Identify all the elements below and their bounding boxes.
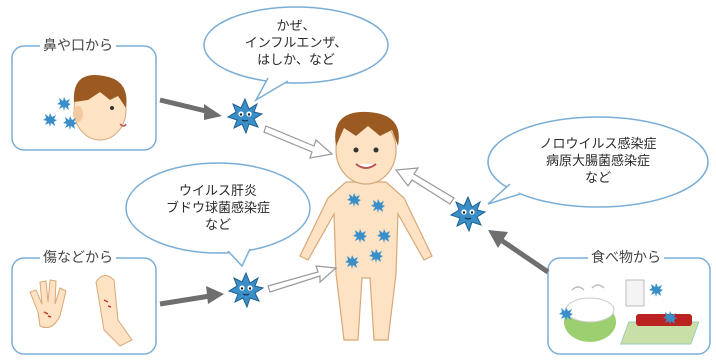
arrow-virus-to-body-lower <box>267 265 338 293</box>
virus-food <box>450 196 486 232</box>
virus-small-1 <box>43 113 57 127</box>
milk-glass-illustration <box>625 279 645 307</box>
boy-face-illustration <box>73 75 127 141</box>
bubble-food-line-1: ノロウイルス感染症 <box>539 137 657 152</box>
bubble-respiratory-text: かぜ、 インフルエンザ、 はしか、など <box>214 18 378 69</box>
virus-respiratory <box>227 98 263 134</box>
source-label-wound: 傷などから <box>40 250 116 266</box>
virus-wound <box>228 272 264 308</box>
bubble-respiratory-line-3: はしか、など <box>257 53 335 68</box>
meat-plate-illustration <box>620 314 700 345</box>
arrow-wound-to-virus <box>159 286 224 307</box>
arrow-food-to-virus <box>488 230 550 275</box>
bubble-food-text: ノロウイルス感染症 病原大腸菌感染症 など <box>506 136 690 187</box>
child-body-illustration <box>299 111 433 341</box>
hand-illustration <box>29 279 67 329</box>
source-label-food: 食べ物から <box>588 250 664 266</box>
bubble-food-line-3: など <box>584 171 611 186</box>
bubble-respiratory-line-2: インフルエンザ、 <box>244 36 348 51</box>
arrow-nose-to-virus <box>159 97 222 120</box>
food-bubble-shape <box>487 116 709 208</box>
arrow-virus-to-body-right <box>394 167 455 205</box>
arrow-virus-to-body-upper <box>263 125 334 159</box>
wound-bubble-shape <box>125 162 311 268</box>
wound-box <box>11 257 157 355</box>
bubble-wound-line-3: など <box>204 218 231 233</box>
bubble-wound-line-1: ウイルス肝炎 <box>178 184 257 199</box>
leg-illustration <box>95 275 133 347</box>
bubble-food-line-2: 病原大腸菌感染症 <box>545 154 650 169</box>
virus-small-food-2 <box>649 283 663 297</box>
rice-bowl-illustration <box>564 284 616 342</box>
bubble-wound-line-2: ブドウ球菌感染症 <box>165 201 270 216</box>
virus-small-2 <box>57 97 71 111</box>
bubble-wound-text: ウイルス肝炎 ブドウ球菌感染症 など <box>136 183 300 234</box>
respiratory-bubble-shape <box>203 6 389 103</box>
source-label-nose-mouth: 鼻や口から <box>40 38 116 54</box>
bubble-respiratory-line-1: かぜ、 <box>276 19 316 34</box>
